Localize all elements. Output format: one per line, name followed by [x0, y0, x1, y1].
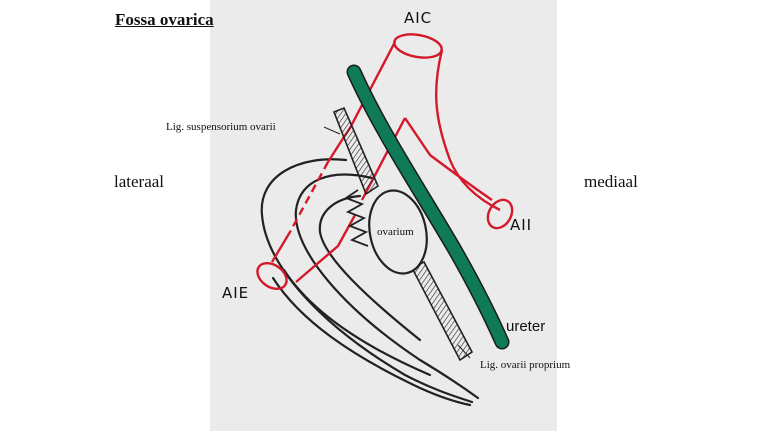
diagram-title: Fossa ovarica [115, 10, 214, 29]
inner-loop-curve [318, 194, 422, 342]
lig-suspensorium-band [332, 106, 380, 196]
ureter-vessel [346, 64, 510, 350]
label-ureter: ureter [506, 318, 546, 335]
aie-opening [256, 261, 288, 291]
label-aii: AII [510, 216, 533, 234]
label-lateraal: lateraal [114, 172, 165, 191]
label-mediaal: mediaal [584, 172, 638, 191]
aie-upper-wall [326, 139, 344, 163]
ovarium-shape [368, 189, 428, 275]
aie-upper-wall-low [270, 231, 292, 263]
aic-right-wall [434, 49, 501, 212]
lower-outer-curve [271, 276, 472, 407]
lower-inner-curve [282, 268, 432, 377]
label-lig-ovarii-proprium: Lig. ovarii proprium [480, 359, 571, 371]
aii-opening [486, 198, 514, 230]
aie-lower-wall-low [295, 214, 357, 283]
zigzag-vessels [344, 189, 369, 247]
aie-upper-dashed [288, 161, 330, 233]
label-aic: AIC [404, 9, 433, 27]
label-ovarium: ovarium [377, 226, 414, 238]
leader-lig-ovarii-proprium [457, 344, 471, 359]
leader-lig-suspensorium [323, 126, 341, 135]
label-aie: AIE [222, 284, 250, 302]
label-lig-suspensorium-ovarii: Lig. suspensorium ovarii [166, 121, 276, 133]
aii-upper-wall [404, 117, 493, 201]
